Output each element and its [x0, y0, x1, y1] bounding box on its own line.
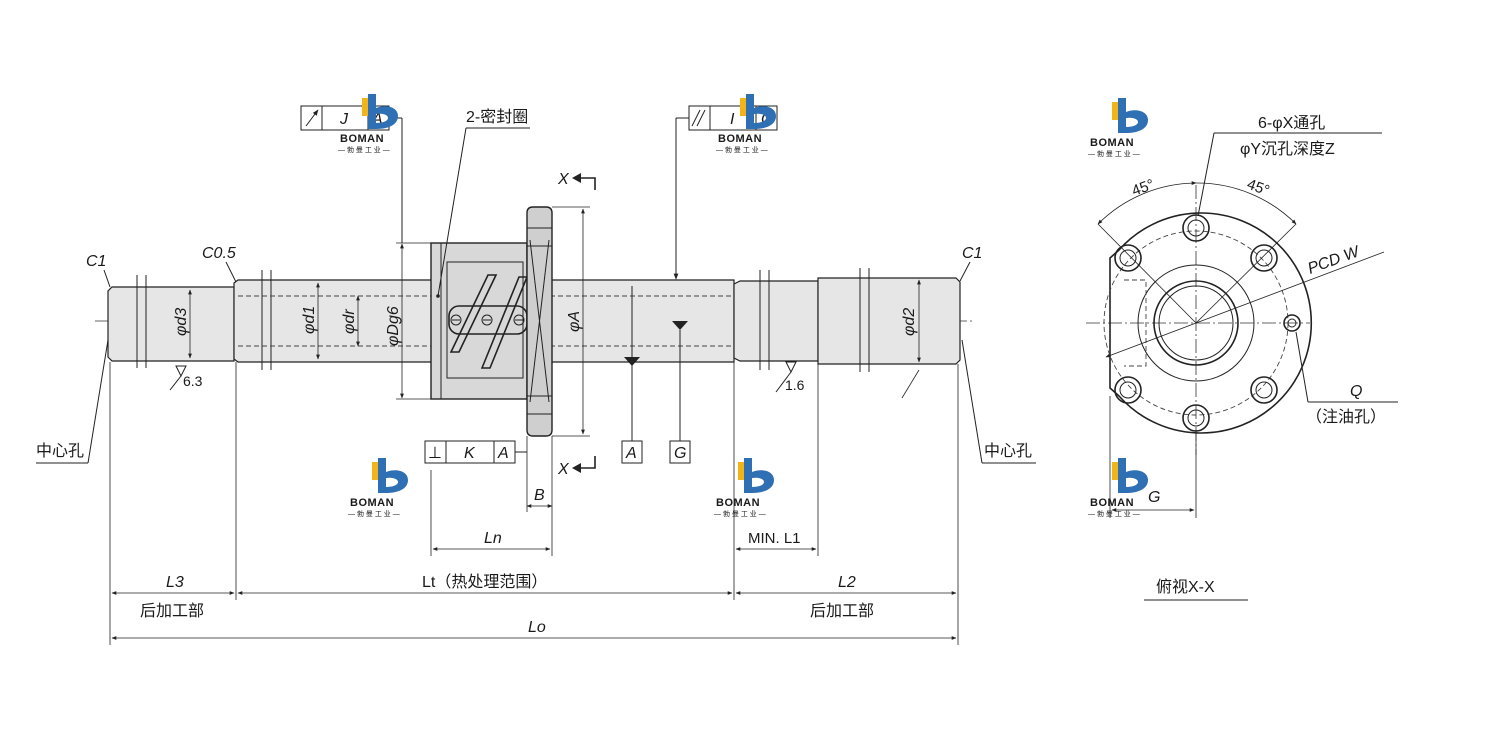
label-c1-right: C1: [962, 245, 982, 262]
brand-logo: BOMAN — 勃 曼 工 业 —: [338, 94, 398, 154]
dim-B: B: [534, 487, 545, 504]
perp-K-symbol: ⊥: [428, 445, 442, 462]
svg-text:BOMAN: BOMAN: [1090, 137, 1134, 149]
brand-logo: BOMAN — 勃 曼 工 业 —: [1088, 98, 1148, 158]
brand-logo: BOMAN — 勃 曼 工 业 —: [1088, 458, 1148, 518]
label-dr: φdr: [341, 309, 358, 334]
svg-text:BOMAN: BOMAN: [718, 133, 762, 145]
runout-frame-I: I G: [673, 105, 778, 280]
datum-A: A: [621, 286, 643, 464]
seal-label: 2-密封圈: [466, 108, 528, 126]
oil-hole-label: （注油孔）: [1306, 408, 1386, 426]
bolt-hole: [1250, 376, 1278, 404]
oil-hole-q: Q: [1350, 383, 1362, 400]
center-hole-right: 中心孔: [984, 442, 1032, 460]
counterbore-label: φY沉孔深度Z: [1240, 140, 1335, 158]
bolt-hole: [1250, 244, 1278, 272]
svg-text:BOMAN: BOMAN: [716, 497, 760, 509]
svg-text:BOMAN: BOMAN: [1090, 497, 1134, 509]
label-Dg6: φDg6: [385, 306, 402, 346]
label-d1: φd1: [301, 306, 318, 334]
svg-text:— 勃 曼 工 业 —: — 勃 曼 工 业 —: [1088, 509, 1140, 518]
perp-K-datum: A: [497, 445, 509, 462]
nut-flange: [526, 206, 553, 437]
section-x-top: X: [557, 171, 570, 188]
dim-G: G: [1148, 489, 1160, 506]
label-d2: φd2: [901, 308, 918, 336]
perp-K-value: K: [464, 445, 476, 462]
label-c1-left: C1: [86, 253, 106, 270]
svg-text:BOMAN: BOMAN: [340, 133, 384, 145]
svg-text:— 勃 曼 工 业 —: — 勃 曼 工 业 —: [716, 145, 768, 154]
dim-Ln: Ln: [484, 530, 502, 547]
dim-L2: L2: [838, 574, 856, 591]
roughness-1-6: 1.6: [785, 377, 805, 393]
datum-A-label: A: [625, 445, 637, 462]
angle-45-left: 45°: [1130, 176, 1157, 200]
datum-G: G: [669, 321, 691, 464]
svg-text:— 勃 曼 工 业 —: — 勃 曼 工 业 —: [714, 509, 766, 518]
svg-text:— 勃 曼 工 业 —: — 勃 曼 工 业 —: [348, 509, 400, 518]
perp-frame-K: ⊥ K A: [424, 440, 527, 464]
bolt-hole: [1114, 376, 1142, 404]
end-view: [1086, 132, 1398, 518]
bolt-hole: [1114, 244, 1142, 272]
label-A: φA: [566, 311, 583, 332]
center-hole-left: 中心孔: [36, 442, 84, 460]
oil-hole: [1283, 314, 1301, 332]
view-title: 俯视X-X: [1156, 578, 1215, 596]
brand-logo: BOMAN — 勃 曼 工 业 —: [348, 458, 408, 518]
diameter-dimensions: [188, 206, 921, 437]
datum-G-label: G: [674, 445, 686, 462]
dim-Lo: Lo: [528, 619, 546, 636]
brand-logo: BOMAN — 勃 曼 工 业 —: [716, 94, 776, 154]
svg-text:BOMAN: BOMAN: [350, 497, 394, 509]
post-process-left: 后加工部: [140, 602, 204, 620]
label-d3: φd3: [173, 308, 190, 336]
label-c05: C0.5: [202, 245, 236, 262]
holes-label: 6-φX通孔: [1258, 114, 1325, 132]
dim-Lt: Lt（热处理范围）: [422, 573, 547, 591]
roughness-6-3: 6.3: [183, 373, 203, 389]
post-process-right: 后加工部: [810, 602, 874, 620]
dim-min-L1: MIN. L1: [748, 530, 801, 547]
svg-text:— 勃 曼 工 业 —: — 勃 曼 工 业 —: [1088, 149, 1140, 158]
svg-text:— 勃 曼 工 业 —: — 勃 曼 工 业 —: [338, 145, 390, 154]
section-x-bottom: X: [557, 461, 570, 478]
pcd-label: PCD W: [1306, 243, 1364, 278]
runout-I-value: I: [730, 111, 735, 128]
runout-J-datum: A: [371, 111, 383, 128]
brand-logo: BOMAN — 勃 曼 工 业 —: [714, 458, 774, 518]
dim-L3: L3: [166, 574, 184, 591]
angle-45-right: 45°: [1245, 176, 1272, 200]
runout-J-value: J: [339, 111, 349, 128]
